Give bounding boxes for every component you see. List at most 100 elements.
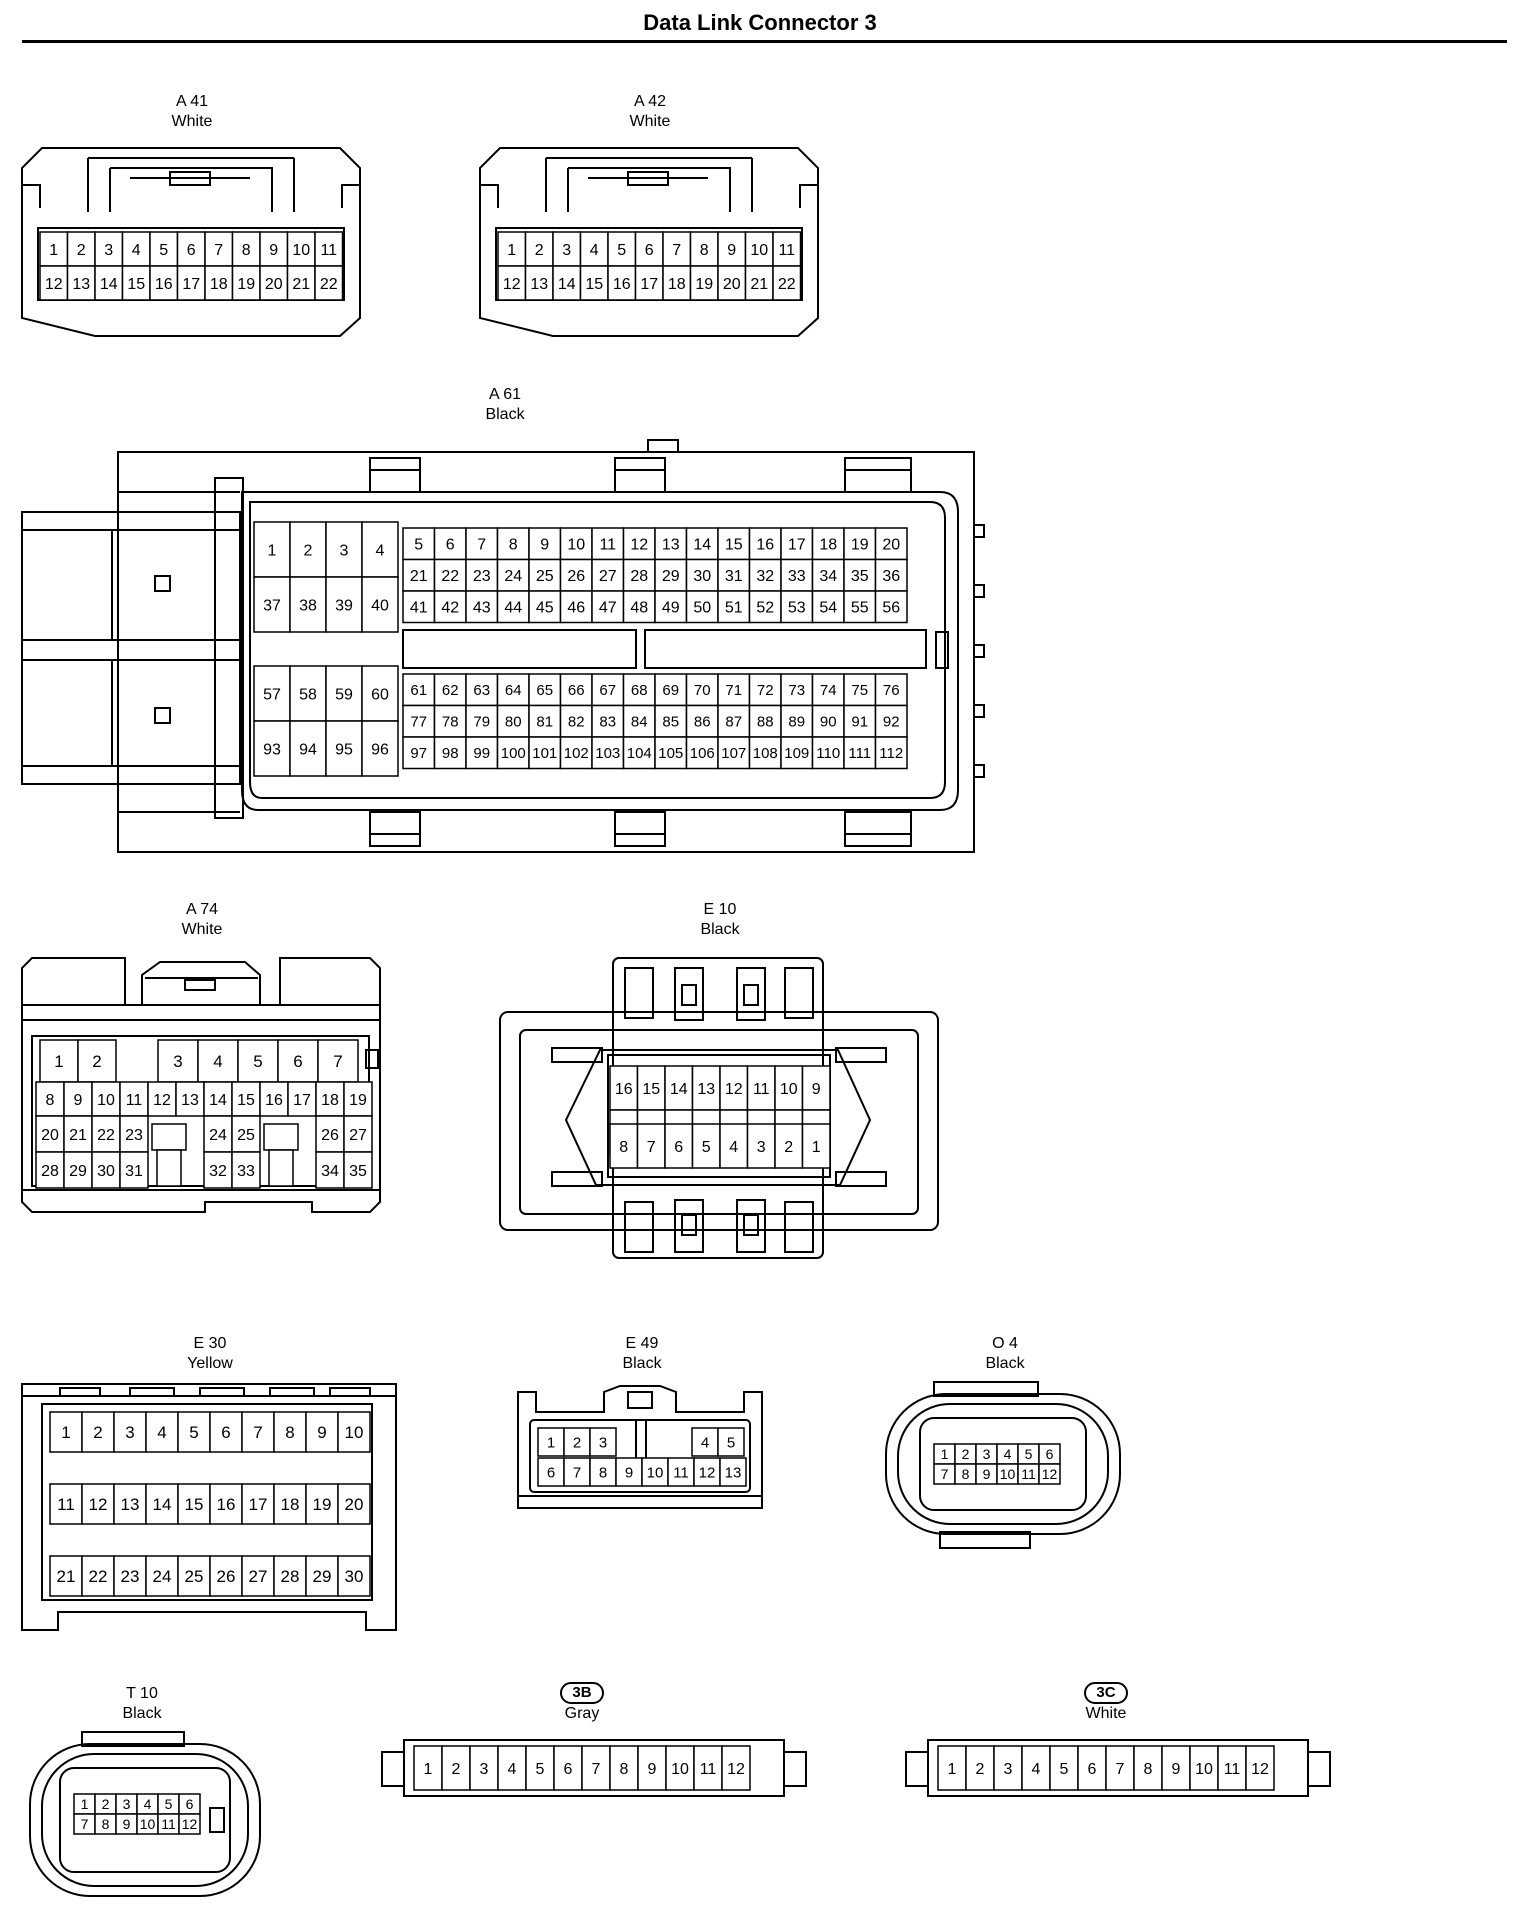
- a61-pin-cell: [253, 720, 291, 777]
- e10-pin-label: 12: [725, 1081, 743, 1098]
- a74-pin-cell: [35, 1081, 65, 1117]
- e30-pin-label: 1: [61, 1423, 70, 1442]
- a41-pin-cell: [149, 231, 179, 267]
- e49-pin-label: 6: [547, 1464, 555, 1481]
- a61-pin-label: 95: [335, 741, 353, 758]
- a61-pin-cell: [289, 720, 327, 777]
- a41-pin-label: 4: [132, 242, 141, 259]
- a61-pin-label: 21: [410, 568, 428, 585]
- 3b-pin-label: 5: [536, 1761, 545, 1778]
- 3c-pin-cell: [1245, 1745, 1275, 1791]
- a61-pin-label: 11: [599, 537, 616, 554]
- a41-pin-cell: [94, 265, 124, 301]
- o4-pin-label: 8: [962, 1466, 970, 1482]
- e30-pin-label: 10: [345, 1423, 364, 1442]
- a42-pin-label: 10: [750, 242, 768, 259]
- a41-pin-label: 13: [72, 276, 90, 293]
- e30-pin-label: 7: [253, 1423, 262, 1442]
- a74-pin-label: 30: [97, 1163, 115, 1180]
- a74-pin-label: 14: [209, 1092, 227, 1109]
- e49-pin-label: 5: [727, 1434, 735, 1451]
- a41-pin-cell: [314, 265, 344, 301]
- e10-pin-label: 11: [753, 1081, 770, 1098]
- connector-a74-housing: [21, 957, 381, 1213]
- 3b-pin-label: 8: [620, 1761, 629, 1778]
- a61-pin-label: 18: [819, 537, 837, 554]
- a74-pin-label: 27: [349, 1127, 367, 1144]
- a61-pin-label: 71: [725, 682, 742, 699]
- a61-pin-label: 84: [631, 714, 648, 731]
- connector-a61-housing: [21, 439, 985, 853]
- connector-a42-caption: A 42 White: [550, 92, 750, 132]
- e10-pin-label: 2: [784, 1139, 793, 1156]
- a61-pin-label: 25: [536, 568, 554, 585]
- 3c-pin-cell: [937, 1745, 967, 1791]
- a61-pin-label: 35: [851, 568, 869, 585]
- a74-pin-label: 31: [125, 1163, 143, 1180]
- 3c-pin-label: 3: [1004, 1761, 1013, 1778]
- a42-pin-cell: [524, 265, 554, 301]
- t10-pin-label: 11: [161, 1816, 176, 1832]
- a61-pin-label: 32: [756, 568, 774, 585]
- 3b-pin-label: 4: [508, 1761, 517, 1778]
- a61-pin-label: 68: [631, 682, 648, 699]
- e49-pin-cell: [719, 1457, 747, 1487]
- a74-pin-label: 29: [69, 1163, 87, 1180]
- a42-pin-cell: [772, 231, 802, 267]
- t10-pin-cell: [178, 1813, 201, 1835]
- a74-pin-label: 7: [333, 1052, 342, 1071]
- a74-pin-cell: [287, 1081, 317, 1117]
- a61-pin-label: 105: [658, 745, 683, 762]
- e30-pin-cell: [241, 1483, 275, 1525]
- o4-pin-label: 11: [1021, 1466, 1036, 1482]
- a41-pin-label: 18: [210, 276, 228, 293]
- a61-pin-cell: [402, 590, 436, 624]
- a61-pin-label: 88: [757, 714, 774, 731]
- a61-pin-label: 48: [630, 600, 648, 617]
- a61-pin-label: 82: [568, 714, 585, 731]
- a74-lock-cell: [263, 1123, 299, 1151]
- a42-pin-label: 4: [590, 242, 599, 259]
- e49-pin-label: 1: [547, 1434, 555, 1451]
- a61-pin-label: 73: [788, 682, 805, 699]
- e30-pin-cell: [81, 1483, 115, 1525]
- a61-pin-label: 110: [816, 745, 840, 762]
- a61-pin-label: 14: [693, 537, 711, 554]
- a61-pin-cell: [289, 576, 327, 633]
- e49-pin-cell: [537, 1457, 565, 1487]
- a61-pin-label: 80: [505, 714, 522, 731]
- e30-pin-label: 27: [249, 1567, 268, 1586]
- a74-pin-label: 4: [213, 1052, 222, 1071]
- a42-pin-label: 7: [672, 242, 681, 259]
- a61-pin-label: 55: [851, 600, 869, 617]
- a61-pin-label: 100: [501, 745, 526, 762]
- 3b-pin-cell: [525, 1745, 555, 1791]
- a41-pin-label: 6: [187, 242, 196, 259]
- e49-pin-cell: [717, 1427, 745, 1457]
- a61-pin-cell: [843, 527, 877, 561]
- e30-pin-label: 26: [217, 1567, 236, 1586]
- a74-pin-label: 24: [209, 1127, 227, 1144]
- a42-pin-label: 20: [723, 276, 741, 293]
- e30-pin-label: 11: [57, 1495, 75, 1514]
- a74-pin-cell: [277, 1039, 319, 1083]
- e10-pin-label: 7: [647, 1139, 656, 1156]
- a74-pin-label: 18: [321, 1092, 339, 1109]
- a61-pin-label: 4: [376, 542, 385, 559]
- a42-pin-label: 2: [535, 242, 544, 259]
- e30-pin-cell: [209, 1483, 243, 1525]
- e10-pin-cell: [774, 1123, 804, 1169]
- a61-pin-label: 94: [299, 741, 317, 758]
- 3c-pin-cell: [1217, 1745, 1247, 1791]
- a61-pin-label: 28: [630, 568, 648, 585]
- a74-pin-label: 1: [54, 1052, 63, 1071]
- e30-pin-label: 22: [89, 1567, 108, 1586]
- e30-pin-label: 29: [313, 1567, 332, 1586]
- a42-pin-cell: [579, 231, 609, 267]
- e49-pin-label: 3: [599, 1434, 607, 1451]
- e30-pin-cell: [241, 1411, 275, 1453]
- a74-lock-cell: [268, 1149, 294, 1187]
- t10-pin-label: 6: [186, 1796, 194, 1812]
- 3b-pin-label: 12: [727, 1761, 745, 1778]
